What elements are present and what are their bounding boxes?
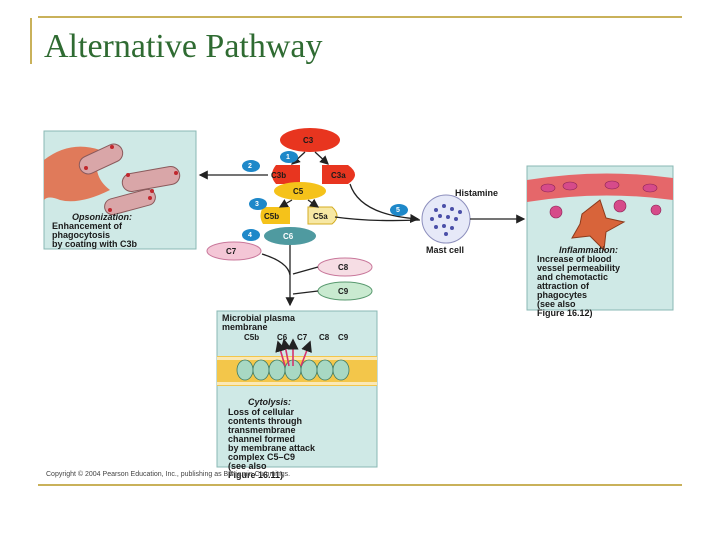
c5-label: C5 <box>293 187 304 196</box>
histamine-label: Histamine <box>455 188 499 198</box>
step-4-badge <box>242 229 260 241</box>
bacterium-icon <box>121 166 181 192</box>
c7-shape <box>206 241 262 261</box>
cytolysis-heading: Cytolysis: <box>248 397 292 407</box>
step-1-label: 1 <box>286 154 290 161</box>
c3b-shape <box>272 165 300 184</box>
c8-label: C8 <box>338 263 349 272</box>
blood-vessel-wall <box>527 173 673 202</box>
membrane-label: Microbial plasma membrane <box>222 313 296 332</box>
step-3-label: 3 <box>255 201 259 208</box>
channel-label-c9: C9 <box>338 333 349 342</box>
inflammation-panel <box>526 165 674 311</box>
pathway-arrows <box>198 151 526 307</box>
left-rule <box>30 18 32 64</box>
c5b-shape <box>260 207 290 224</box>
c5-shape <box>274 182 326 200</box>
c7-label: C7 <box>226 247 237 256</box>
c9-label: C9 <box>338 287 349 296</box>
bacterium-icon <box>104 188 156 216</box>
c5b-label: C5b <box>264 212 280 221</box>
opsonization-text: Enhancement of phagocytosis by coating w… <box>52 221 138 249</box>
channel-label-c7: C7 <box>297 333 308 342</box>
membrane-lipid-heads <box>217 357 377 385</box>
channel-label-c6: C6 <box>277 333 288 342</box>
c6-shape <box>264 227 316 245</box>
cytolysis-text: Loss of cellular contents through transm… <box>228 407 316 480</box>
c3a-label: C3a <box>331 171 346 180</box>
c3b-label: C3b <box>271 171 287 180</box>
step-5-badge <box>390 204 408 216</box>
blood-cells <box>540 180 662 219</box>
opsonization-panel <box>43 130 197 250</box>
mast-cell-label: Mast cell <box>426 245 465 255</box>
step-5-label: 5 <box>396 207 400 214</box>
c3b-coating-dots <box>84 145 178 212</box>
c3a-shape <box>322 165 355 184</box>
slide-title: Alternative Pathway <box>44 28 323 65</box>
cytolysis-panel <box>216 310 378 468</box>
escaping-contents-arrows <box>275 338 312 367</box>
c5a-label: C5a <box>313 212 328 221</box>
step-1-badge <box>280 151 298 163</box>
step-4-label: 4 <box>248 232 252 239</box>
step-2-badge <box>242 160 260 172</box>
bottom-rule <box>38 484 682 486</box>
mast-cell <box>421 194 471 244</box>
step-2-label: 2 <box>248 163 252 170</box>
step-3-badge <box>249 198 267 210</box>
c3-shape <box>280 128 340 152</box>
bacterium-icon <box>78 143 124 175</box>
inflammation-text: Increase of blood vessel permeability an… <box>537 254 621 318</box>
c6-label: C6 <box>283 232 294 241</box>
membrane-attack-complex <box>236 359 350 381</box>
top-rule <box>38 16 682 18</box>
copyright-text: Copyright © 2004 Pearson Education, Inc.… <box>46 471 291 478</box>
inflammation-heading: Inflammation: <box>559 245 619 255</box>
channel-label-c8: C8 <box>319 333 330 342</box>
channel-label-c5b: C5b <box>244 333 260 342</box>
c3-label: C3 <box>303 136 314 145</box>
phagocyte-shape <box>571 199 626 252</box>
step-badges <box>242 151 408 241</box>
opsonization-heading: Opsonization: <box>72 212 132 222</box>
